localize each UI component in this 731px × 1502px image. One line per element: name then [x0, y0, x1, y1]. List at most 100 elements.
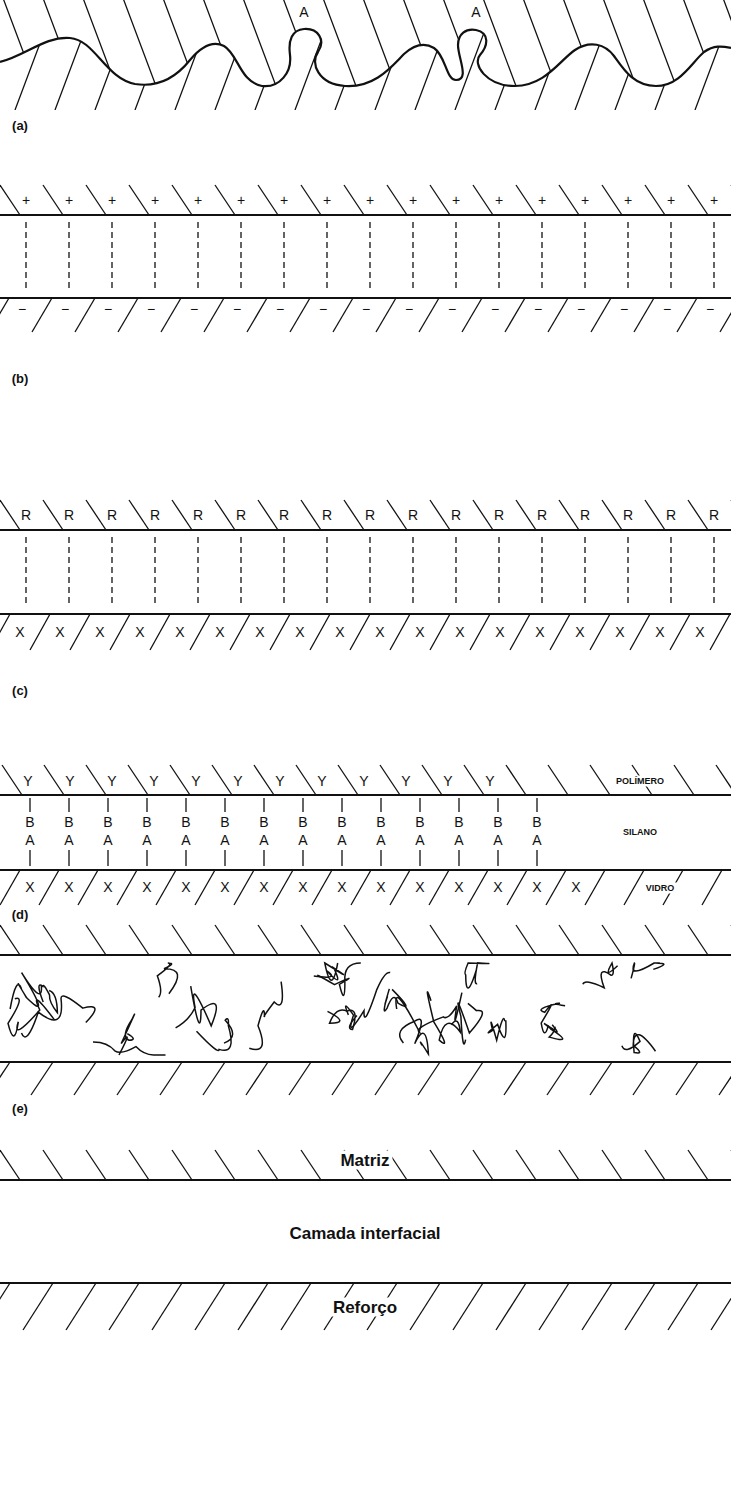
hatch-line [110, 614, 130, 650]
hatch-line [720, 298, 731, 332]
hatch-line [390, 614, 410, 650]
hatch-line [117, 1062, 139, 1095]
charge-sign: − [577, 302, 585, 316]
group-label: B [532, 815, 541, 829]
interface-line [0, 794, 731, 796]
hatch-line [640, 0, 685, 110]
hatch-line [688, 185, 708, 215]
charge-sign: + [710, 193, 718, 207]
hatch-line [0, 1062, 10, 1095]
hatch-line [40, 0, 85, 110]
hatch-line [633, 1062, 655, 1095]
hatch-line [0, 614, 10, 650]
charge-sign: + [409, 193, 417, 207]
bond-dash [326, 537, 327, 607]
hatch-line [281, 1283, 311, 1330]
hatch-line [172, 500, 192, 530]
hatch-line [422, 765, 442, 795]
fiber-hatch [0, 0, 731, 110]
charge-sign: − [491, 302, 499, 316]
polymer-chain [622, 1033, 656, 1053]
panel-label: (a) [12, 119, 28, 132]
hatch-line [215, 500, 235, 530]
charge-sign: − [147, 302, 155, 316]
polymer-chain [465, 963, 489, 988]
group-label: X [259, 880, 268, 894]
hatch-line [375, 0, 420, 110]
group-label: A [532, 833, 541, 847]
panel-label: (e) [12, 1102, 28, 1115]
bond-tick [224, 850, 225, 866]
hatch-line [312, 870, 332, 905]
hatch-line [430, 185, 450, 215]
hatch-line [688, 500, 708, 530]
interface-line [0, 869, 731, 871]
hatch-line [74, 1062, 96, 1095]
polymer-chain [488, 1019, 506, 1041]
hatch-line [32, 298, 52, 332]
hatch-line [375, 1062, 397, 1095]
hatch-line [258, 500, 278, 530]
hatch-line [516, 185, 536, 215]
group-label: X [615, 625, 624, 639]
group-label: Y [401, 774, 410, 788]
charge-sign: + [194, 193, 202, 207]
hatch-line [129, 500, 149, 530]
hatch-line [430, 500, 450, 530]
hatch-line [296, 765, 316, 795]
hatch-line [39, 870, 59, 905]
group-label: R [580, 508, 590, 522]
group-label: R [21, 508, 31, 522]
group-label: Y [23, 774, 32, 788]
charge-sign: − [362, 302, 370, 316]
group-label: X [142, 880, 151, 894]
hatch-line [473, 925, 493, 955]
group-label: Y [149, 774, 158, 788]
hatch-line [80, 0, 125, 110]
group-label: Y [107, 774, 116, 788]
group-label: A [337, 833, 346, 847]
hatch-line [86, 925, 106, 955]
polymer-chain [119, 1014, 135, 1055]
hatch-line [280, 0, 325, 110]
hatch-line [215, 1150, 235, 1180]
group-label: R [537, 508, 547, 522]
group-label: Y [65, 774, 74, 788]
hatch-line [195, 1283, 225, 1330]
group-label: X [532, 880, 541, 894]
hatch-line [496, 1283, 526, 1330]
hatch-line [590, 765, 610, 795]
polymer-chain [197, 1019, 233, 1051]
group-label: X [575, 625, 584, 639]
interface-line [0, 1179, 731, 1181]
group-label: R [279, 508, 289, 522]
group-label: X [55, 625, 64, 639]
polymer-chain [39, 985, 57, 1013]
charge-sign: − [405, 302, 413, 316]
panel-label: (b) [12, 372, 29, 385]
hatch-line [156, 870, 176, 905]
hatch-line [246, 1062, 268, 1095]
hatch-line [170, 765, 190, 795]
hatch-line [645, 1150, 665, 1180]
group-label: B [259, 815, 268, 829]
hatch-line [160, 0, 205, 110]
hatch-line [360, 0, 405, 110]
hatch-line [70, 614, 90, 650]
hatch-line [716, 765, 731, 795]
group-label: Y [233, 774, 242, 788]
bond-tick [341, 798, 342, 812]
group-label: X [454, 880, 463, 894]
charge-sign: + [65, 193, 73, 207]
hatch-line [301, 500, 321, 530]
attraction-dash [369, 222, 370, 291]
polymer-chain [314, 963, 344, 980]
bond-tick [497, 850, 498, 866]
interface-line [0, 1061, 731, 1063]
hatch-line [615, 0, 660, 110]
group-label: R [150, 508, 160, 522]
bond-tick [263, 798, 264, 812]
group-label: R [64, 508, 74, 522]
group-label: X [15, 625, 24, 639]
bond-tick [29, 798, 30, 812]
